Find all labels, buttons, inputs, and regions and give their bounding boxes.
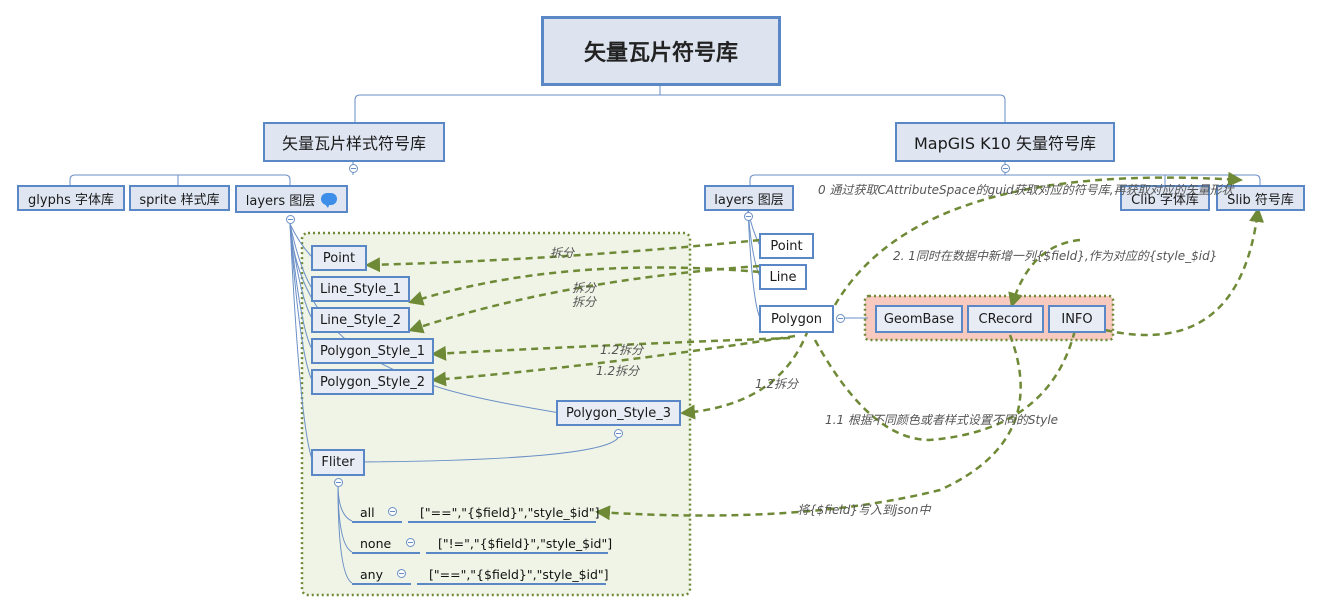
left-branch-node[interactable]: 矢量瓦片样式符号库 [263, 122, 445, 162]
sprite-label: sprite 样式库 [139, 192, 220, 208]
glyphs-node[interactable]: glyphs 字体库 [17, 185, 125, 211]
polygon-style-3-collapse-toggle[interactable] [614, 429, 623, 438]
filter-any-expr-underline [417, 583, 606, 585]
clib-label: Clib 字体库 [1131, 192, 1199, 208]
clib-node[interactable]: Clib 字体库 [1120, 185, 1210, 211]
filter-all-expr: ["==","{$field}","style_$id"] [420, 505, 600, 520]
split-label-4: 1.2拆分 [600, 343, 644, 357]
filter-all-op: all [360, 505, 375, 520]
right-layers-node[interactable]: layers 图层 [704, 185, 794, 211]
left-branch-connector [69, 162, 354, 185]
polygon-style-1-label: Polygon_Style_1 [319, 343, 425, 359]
arrow-note-to-crecord [1008, 238, 1081, 308]
geombase-label: GeomBase [883, 311, 955, 327]
split-label-1: 拆分 [550, 246, 575, 260]
note-2-label: 2. 1同时在数据中新增一列{$field},作为对应的{style_$id} [893, 249, 1218, 263]
glyphs-label: glyphs 字体库 [28, 192, 114, 208]
arrow-info-to-slib [1104, 207, 1265, 337]
arrow-polygon-to-polygon-style-1 [431, 336, 791, 361]
fliter-label: Fliter [321, 455, 355, 470]
filter-any-underline [352, 583, 411, 585]
filter-none-underline [352, 552, 420, 554]
polygon-style-3-label: Polygon_Style_3 [565, 405, 671, 421]
fliter-node[interactable]: Fliter [311, 449, 365, 476]
arrow-polygon-to-polygon-style-3 [680, 329, 810, 420]
root-title: 矢量瓦片符号库 [583, 41, 738, 66]
polygon-style-2-label: Polygon_Style_2 [319, 374, 425, 390]
info-label: INFO [1061, 311, 1093, 327]
filter-none-collapse-toggle[interactable] [406, 538, 415, 547]
sprite-node[interactable]: sprite 样式库 [129, 185, 230, 211]
right-point-node[interactable]: Point [759, 233, 814, 259]
left-layers-node[interactable]: layers 图层 [235, 185, 348, 213]
left-branch-collapse-toggle[interactable] [349, 164, 358, 173]
line-style-1-node[interactable]: Line_Style_1 [311, 276, 410, 302]
filter-none-expr: ["!=","{$field}","style_$id"] [438, 536, 613, 551]
note-1-1-label: 1.1 根据不同颜色或者样式设置不同的Style [825, 413, 1059, 427]
right-point-label: Point [770, 238, 803, 254]
curve-polygon-to-info [813, 329, 1077, 442]
right-line-node[interactable]: Line [759, 264, 807, 290]
line-style-2-node[interactable]: Line_Style_2 [311, 307, 410, 333]
right-line-label: Line [769, 269, 797, 285]
arrow-line-to-line-style-1 [408, 266, 761, 306]
root-branch-connector [354, 86, 1006, 122]
left-layers-collapse-toggle[interactable] [286, 215, 295, 224]
filter-any-expr: ["==","{$field}","style_$id"] [429, 567, 609, 582]
arrow-polygon-to-slib [833, 171, 1243, 306]
line-style-2-label: Line_Style_2 [319, 312, 401, 328]
polygon-style-2-node[interactable]: Polygon_Style_2 [311, 369, 434, 395]
split-label-5: 1.2拆分 [596, 364, 640, 378]
right-layers-label: layers 图层 [714, 192, 784, 208]
left-point-label: Point [322, 250, 356, 266]
split-label-3: 拆分 [572, 295, 597, 309]
fliter-collapse-toggle[interactable] [334, 478, 343, 487]
note-json-label: 将{$field}写入到json中 [797, 503, 931, 517]
right-branch-node[interactable]: MapGIS K10 矢量符号库 [895, 122, 1115, 162]
line-style-1-label: Line_Style_1 [319, 281, 401, 297]
comment-icon[interactable] [321, 193, 338, 208]
arrow-polygon-to-polygon-style-2 [431, 334, 796, 387]
crecord-node[interactable]: CRecord [967, 305, 1044, 333]
left-branch-title: 矢量瓦片样式符号库 [281, 134, 426, 153]
right-branch-title: MapGIS K10 矢量符号库 [913, 134, 1097, 153]
root-node[interactable]: 矢量瓦片符号库 [541, 16, 781, 86]
split-label-6: 1.2拆分 [755, 377, 799, 391]
left-point-node[interactable]: Point [311, 245, 367, 271]
split-label-2: 拆分 [572, 281, 597, 295]
info-node[interactable]: INFO [1048, 305, 1106, 333]
filter-none-expr-underline [426, 552, 608, 554]
polygon-style-3-node[interactable]: Polygon_Style_3 [556, 400, 681, 426]
polygon-style-1-node[interactable]: Polygon_Style_1 [311, 338, 434, 364]
right-polygon-node[interactable]: Polygon [759, 305, 834, 333]
slib-node[interactable]: Slib 符号库 [1216, 185, 1305, 211]
right-polygon-collapse-toggle[interactable] [836, 314, 845, 323]
filter-all-collapse-toggle[interactable] [388, 507, 397, 516]
filter-all-expr-underline [408, 521, 596, 523]
arrow-point-to-point [365, 238, 761, 273]
filter-any-collapse-toggle[interactable] [397, 569, 406, 578]
filter-all-underline [352, 521, 402, 523]
right-layers-collapse-toggle[interactable] [744, 212, 753, 221]
left-layers-label: layers 图层 [245, 193, 316, 209]
right-polygon-label: Polygon [770, 311, 823, 327]
arrow-line-to-line-style-2 [408, 264, 761, 334]
right-branch-collapse-toggle[interactable] [1001, 164, 1010, 173]
filter-none-op: none [360, 536, 392, 551]
filter-any-op: any [360, 567, 383, 582]
crecord-label: CRecord [978, 311, 1033, 327]
slib-label: Slib 符号库 [1227, 192, 1294, 208]
geombase-node[interactable]: GeomBase [875, 305, 963, 333]
note-0-label: 0 通过获取CAttributeSpace的guid获取对应的符号库,再获取对应… [818, 183, 1234, 197]
arrow-crecord-to-json [595, 334, 1022, 521]
